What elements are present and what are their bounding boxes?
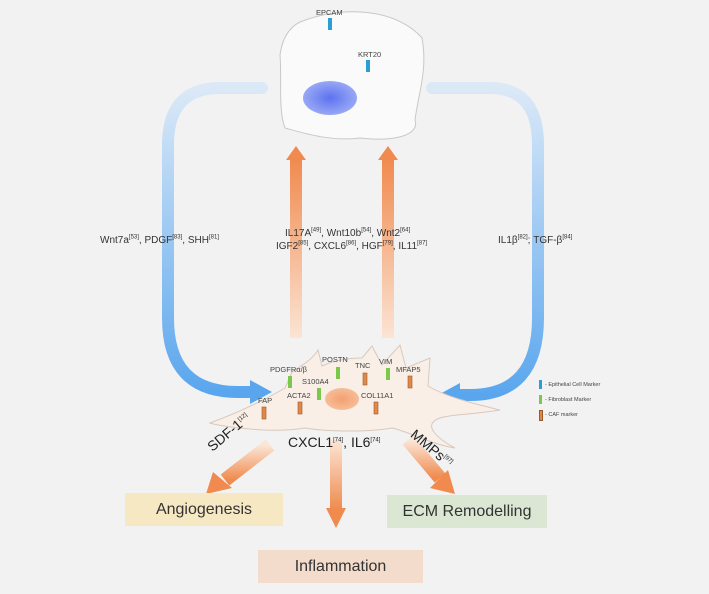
factor-ref: [84] <box>562 234 573 241</box>
factor-ref: [86] <box>346 240 357 247</box>
legend-fibroblast-swatch <box>539 395 542 404</box>
factor-ref: [54] <box>361 227 372 234</box>
col11a1-marker <box>373 401 379 415</box>
factor-name: Wnt7a <box>100 235 129 246</box>
epithelial-nucleus <box>303 81 357 115</box>
middle-factors-line1: IL17A[49], Wnt10b[54], Wnt2[64] <box>285 227 411 239</box>
legend-caf-label: - CAF marker <box>545 412 578 418</box>
mfap5-marker <box>407 375 413 389</box>
legend-epithelial-label: - Epithelial Cell Marker <box>545 382 601 388</box>
acta2-marker <box>297 401 303 415</box>
legend-caf-swatch <box>539 410 543 421</box>
factor-name: IL11 <box>398 241 418 252</box>
up-arrow-right-body <box>382 158 394 338</box>
fap-marker <box>261 406 267 420</box>
factor-name: IL17A <box>285 228 312 239</box>
angiogenesis-label: Angiogenesis <box>155 500 253 518</box>
factor-name: CXCL6 <box>313 241 347 252</box>
epcam-marker <box>328 18 332 30</box>
arrow-to-angiogenesis <box>220 439 275 486</box>
factor-ref: [79] <box>382 240 393 247</box>
il6-ref: [74] <box>370 437 381 444</box>
epithelial-cell <box>279 11 425 140</box>
s100a4-label: S100A4 <box>302 377 329 386</box>
postn-marker <box>336 367 340 379</box>
factor-ref: [81] <box>208 234 219 241</box>
factor-name: HGF <box>361 241 383 252</box>
col11a1-label: COL11A1 <box>361 391 394 400</box>
pdgfr-label: PDGFRα/β <box>270 365 307 374</box>
factor-ref: [82] <box>517 234 528 241</box>
left-factors-label: Wnt7a[53], PDGF[83], SHH[81] <box>100 234 219 246</box>
inflammation-box: Inflammation <box>258 550 423 583</box>
vim-label: VIM <box>379 357 393 366</box>
arrow-to-ecm-head <box>430 470 455 494</box>
angiogenesis-box: Angiogenesis <box>125 493 283 526</box>
left-loop-arrowhead <box>250 380 272 404</box>
arrow-to-inflammation-head <box>326 508 346 528</box>
postn-label: POSTN <box>322 355 348 364</box>
factor-name: IL1β <box>498 235 518 246</box>
tnc-marker <box>362 372 368 386</box>
legend-fibroblast-label: - Fibroblast Marker <box>545 397 592 403</box>
factor-ref: [53] <box>128 234 139 241</box>
ecm-box: ECM Remodelling <box>387 495 547 528</box>
factor-ref: [64] <box>400 227 411 234</box>
factor-ref: [87] <box>417 240 428 247</box>
mfap5-label: MFAP5 <box>396 365 421 374</box>
tnc-label: TNC <box>355 361 371 370</box>
pdgfr-marker <box>288 376 292 388</box>
cxcl1-name: CXCL1 <box>288 434 334 450</box>
fap-label: FAP <box>258 396 273 405</box>
up-arrow-right-head <box>378 146 398 160</box>
factor-ref: [49] <box>311 227 322 234</box>
cxcl1-ref: [74] <box>333 437 344 444</box>
factor-ref: [83] <box>172 234 183 241</box>
cxcl1-il6-label: CXCL1[74], IL6[74] <box>288 434 381 450</box>
inflammation-label: Inflammation <box>294 557 387 575</box>
krt20-label: KRT20 <box>358 50 382 59</box>
up-arrow-left-head <box>286 146 306 160</box>
factor-name: IGF2 <box>276 241 299 252</box>
ecm-label: ECM Remodelling <box>402 502 532 520</box>
factor-ref: [85] <box>298 240 309 247</box>
middle-factors-line2: IGF2[85], CXCL6[86], HGF[79], IL11[87] <box>276 240 428 252</box>
up-arrow-left-body <box>290 158 302 338</box>
acta2-label: ACTA2 <box>287 391 311 400</box>
s100a4-marker <box>317 388 321 400</box>
right-factors-label: IL1β[82]; TGF-β[84] <box>498 234 573 246</box>
factor-name: Wnt10b <box>326 228 362 239</box>
vim-marker <box>386 368 390 380</box>
caf-nucleus <box>325 388 359 410</box>
il6-name: IL6 <box>350 434 371 450</box>
arrow-to-ecm <box>402 435 446 483</box>
factor-name: TGF-β <box>533 235 563 246</box>
factor-name: SHH <box>187 235 209 246</box>
arrow-to-inflammation-body <box>330 440 342 510</box>
right-feedback-loop <box>426 82 544 401</box>
legend-epithelial-swatch <box>539 380 542 389</box>
factor-name: Wnt2 <box>376 228 401 239</box>
sdf1-ref: [12] <box>237 412 249 424</box>
arrow-to-angiogenesis-head <box>206 472 232 494</box>
krt20-marker <box>366 60 370 72</box>
factor-name: PDGF <box>144 235 173 246</box>
left-feedback-loop <box>162 82 268 398</box>
epcam-label: EPCAM <box>316 8 343 17</box>
